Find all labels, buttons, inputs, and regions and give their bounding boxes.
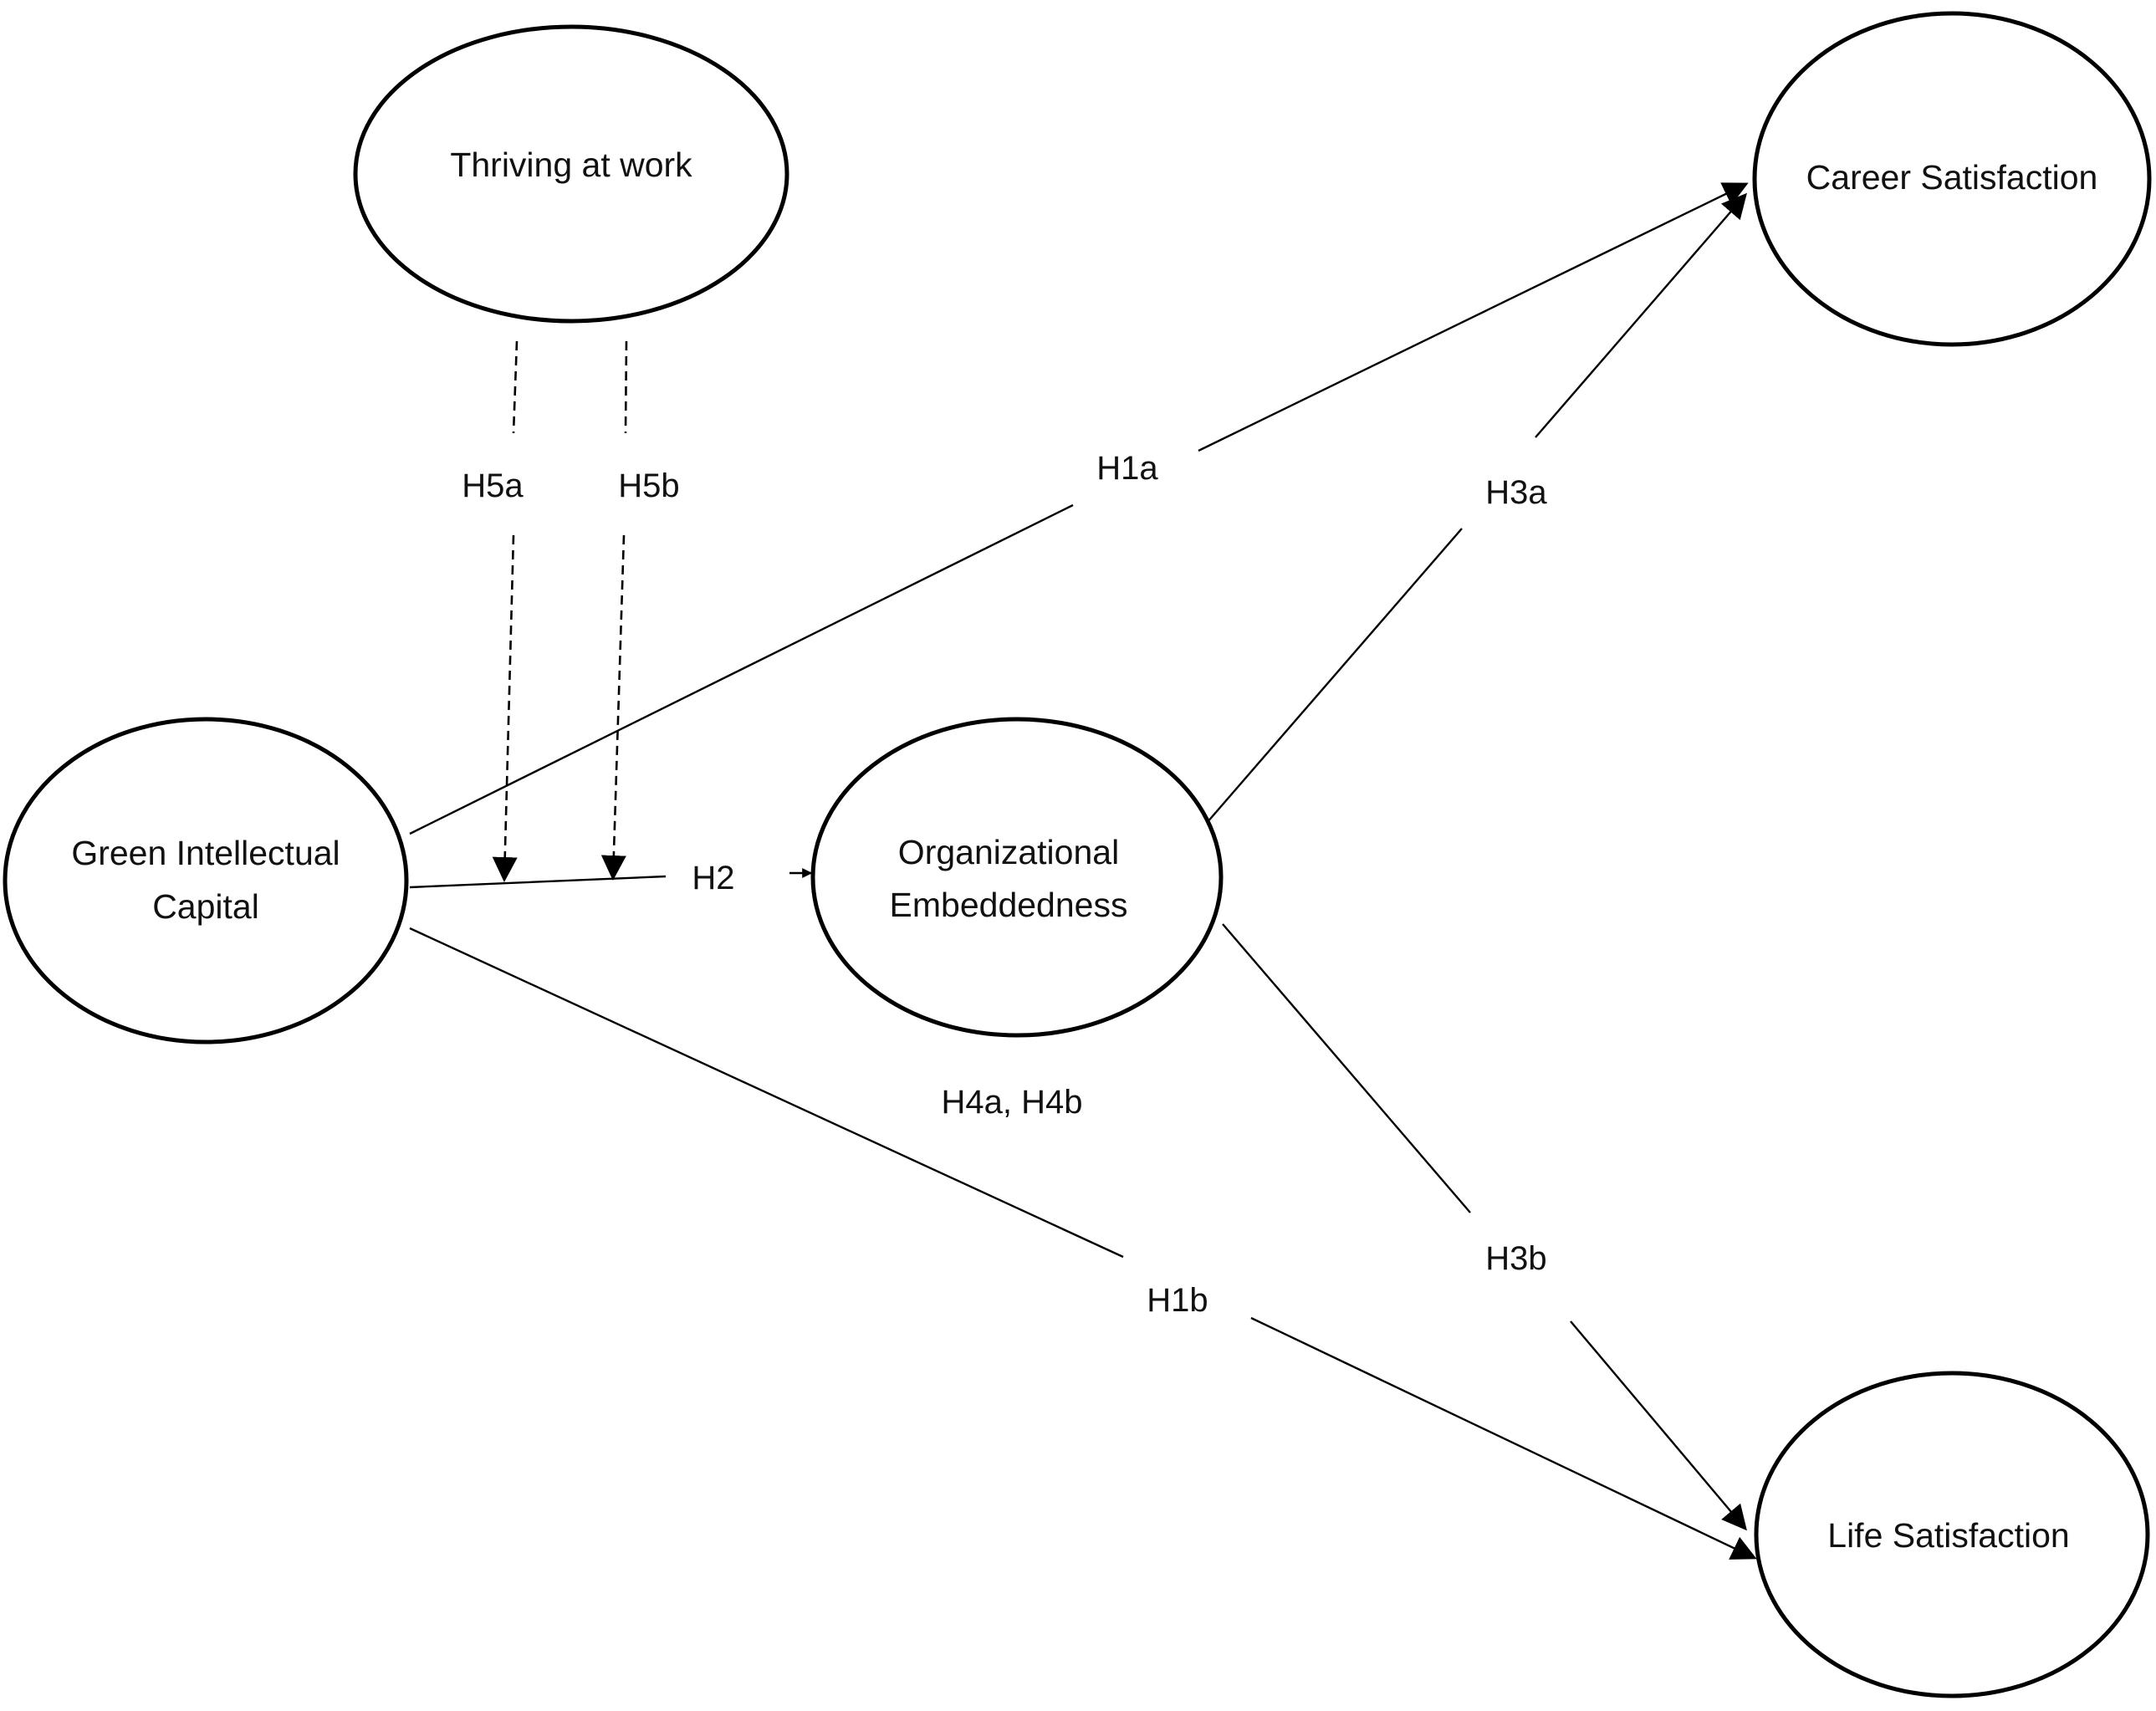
node-green-label-line-2: Capital	[152, 887, 259, 926]
edge-h3a-label: H3a	[1485, 474, 1547, 511]
edge-h5a-label: H5a	[462, 467, 524, 504]
edge-h5a: H5a	[462, 340, 524, 882]
edge-h3a-segment-1	[1200, 528, 1463, 830]
edge-h3a: H3a	[1200, 192, 1747, 830]
node-green-intellectual-capital: Green Intellectual Capital	[3, 717, 409, 1044]
node-career-label: Career Satisfaction	[1806, 158, 2098, 197]
node-green-label-line-1: Green Intellectual	[71, 834, 340, 872]
edge-h3a-arrow	[1535, 192, 1747, 438]
node-org-label-line-2: Embeddedness	[890, 886, 1128, 924]
edge-h1b-arrow	[1250, 1316, 1757, 1560]
edge-h5b-label: H5b	[618, 467, 679, 504]
edge-h1b-segment-1	[409, 927, 1124, 1259]
edge-h5a-segment-1	[512, 340, 519, 434]
edge-h1a-label: H1a	[1096, 450, 1158, 487]
edge-h2-segment-1	[409, 875, 667, 889]
edge-h3b-arrow	[1570, 1320, 1747, 1531]
node-life-ellipse	[1754, 1371, 2150, 1698]
node-life-label: Life Satisfaction	[1827, 1516, 2069, 1555]
edge-h1a-segment-1	[409, 503, 1074, 835]
node-green-ellipse	[3, 717, 409, 1044]
edge-h1a-arrow	[1198, 182, 1749, 452]
node-org-ellipse	[810, 717, 1224, 1038]
edge-h2: H2	[409, 860, 813, 896]
edge-h5b: H5b	[600, 340, 680, 881]
node-thriving-ellipse	[353, 24, 789, 324]
node-life-satisfaction: Life Satisfaction	[1754, 1371, 2150, 1698]
edge-h1b: H1b	[409, 927, 1757, 1560]
edge-h3b: H3b	[1222, 923, 1747, 1531]
node-thriving-label: Thriving at work	[450, 146, 692, 184]
node-thriving-at-work: Thriving at work	[353, 24, 789, 324]
edge-h1a: H1a	[409, 182, 1749, 835]
edge-h4-label: H4a, H4b	[942, 1084, 1083, 1121]
edge-h3b-segment-1	[1222, 923, 1471, 1213]
edge-h5a-arrow	[492, 534, 518, 882]
edge-h3b-label: H3b	[1485, 1240, 1546, 1277]
edge-h2-label: H2	[692, 860, 734, 896]
edge-h1b-label: H1b	[1147, 1282, 1208, 1319]
edge-h5b-arrow	[600, 534, 626, 881]
node-career-satisfaction: Career Satisfaction	[1752, 11, 2152, 347]
node-career-ellipse	[1752, 11, 2152, 347]
node-org-label-line-1: Organizational	[898, 833, 1119, 871]
node-organizational-embeddedness: Organizational Embeddedness	[810, 717, 1224, 1038]
